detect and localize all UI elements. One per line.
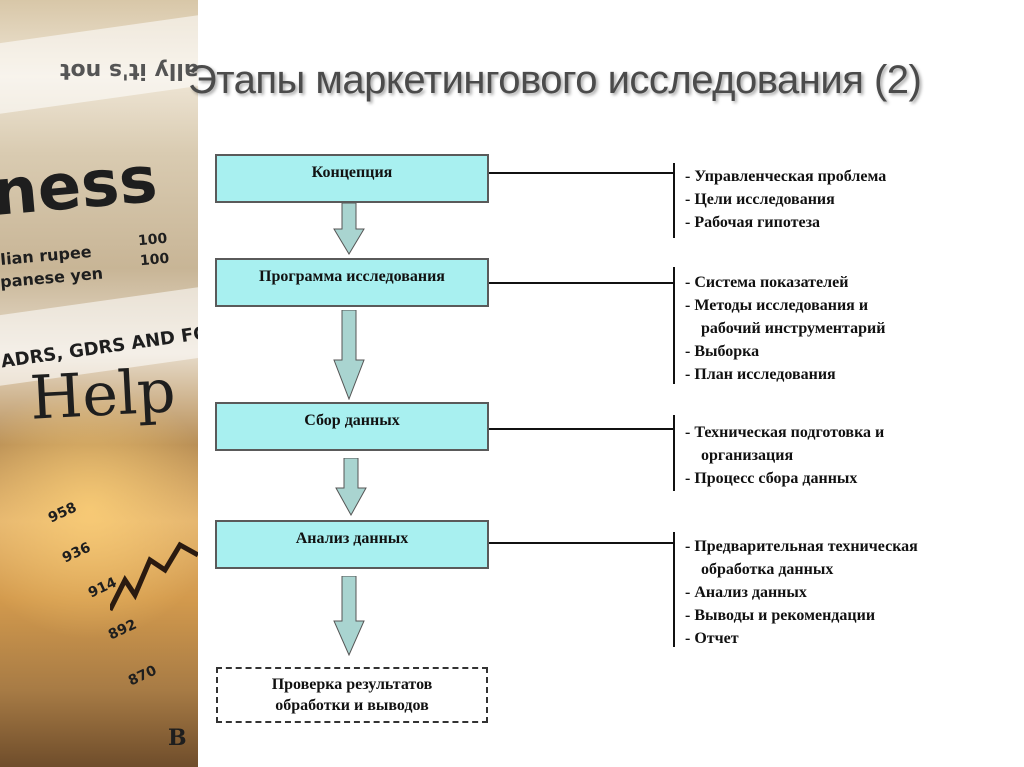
bracket-line — [673, 163, 675, 238]
detail-item: - План исследования — [685, 366, 836, 383]
bracket-line — [673, 415, 675, 491]
final-step-box: Проверка результатов обработки и выводов — [216, 667, 488, 723]
detail-item: - Цели исследования — [685, 191, 835, 208]
detail-item: - Методы исследования и — [685, 297, 869, 314]
down-arrow-icon — [333, 203, 365, 255]
stage-box-collection: Сбор данных — [215, 402, 489, 451]
photo-text: 100 — [137, 230, 168, 250]
photo-text: ally it's not — [60, 58, 198, 83]
light-glow — [0, 380, 198, 640]
chart-line-graphic — [110, 541, 198, 612]
stage-box-analysis: Анализ данных — [215, 520, 489, 569]
detail-item: - Процесс сбора данных — [685, 470, 858, 487]
down-arrow-icon — [335, 458, 367, 516]
detail-item: организация — [701, 447, 794, 464]
detail-item: - Выборка — [685, 343, 760, 360]
stage-box-concept: Концепция — [215, 154, 489, 203]
detail-item: - Анализ данных — [685, 584, 807, 601]
bracket-line — [673, 267, 675, 384]
detail-item: - Выводы и рекомендации — [685, 607, 876, 624]
detail-item: - Техническая подготовка и — [685, 424, 885, 441]
connector-line — [489, 428, 675, 430]
connector-line — [489, 282, 675, 284]
detail-item: - Отчет — [685, 630, 739, 647]
newspaper-photo: ally it's not ness Iian rupee panese yen… — [0, 0, 198, 767]
down-arrow-icon — [333, 576, 365, 656]
page-title: Этапы маркетингового исследования (2) — [188, 58, 922, 102]
details-list-collection: - Техническая подготовка и организация -… — [685, 421, 884, 490]
photo-text: panese yen — [0, 263, 104, 292]
detail-item: - Рабочая гипотеза — [685, 214, 821, 231]
connector-line — [489, 542, 675, 544]
photo-text: 100 — [139, 250, 170, 270]
final-step-line: обработки и выводов — [275, 697, 429, 714]
details-list-concept: - Управленческая проблема - Цели исследо… — [685, 165, 886, 234]
detail-item: обработка данных — [701, 561, 834, 578]
details-list-program: - Система показателей - Методы исследова… — [685, 271, 885, 386]
connector-line — [489, 172, 675, 174]
details-list-analysis: - Предварительная техническая обработка … — [685, 535, 918, 650]
bracket-line — [673, 532, 675, 647]
photo-text: ness — [0, 142, 161, 232]
down-arrow-icon — [333, 310, 365, 400]
detail-item: рабочий инструментарий — [701, 320, 886, 337]
detail-item: - Система показателей — [685, 274, 849, 291]
photo-text: 870 — [125, 662, 160, 690]
detail-item: - Предварительная техническая — [685, 538, 918, 555]
detail-item: - Управленческая проблема — [685, 168, 887, 185]
photo-text: Help — [28, 356, 178, 434]
photo-text: B — [168, 725, 187, 751]
final-step-line: Проверка результатов — [271, 676, 433, 693]
stage-box-program: Программа исследования — [215, 258, 489, 307]
